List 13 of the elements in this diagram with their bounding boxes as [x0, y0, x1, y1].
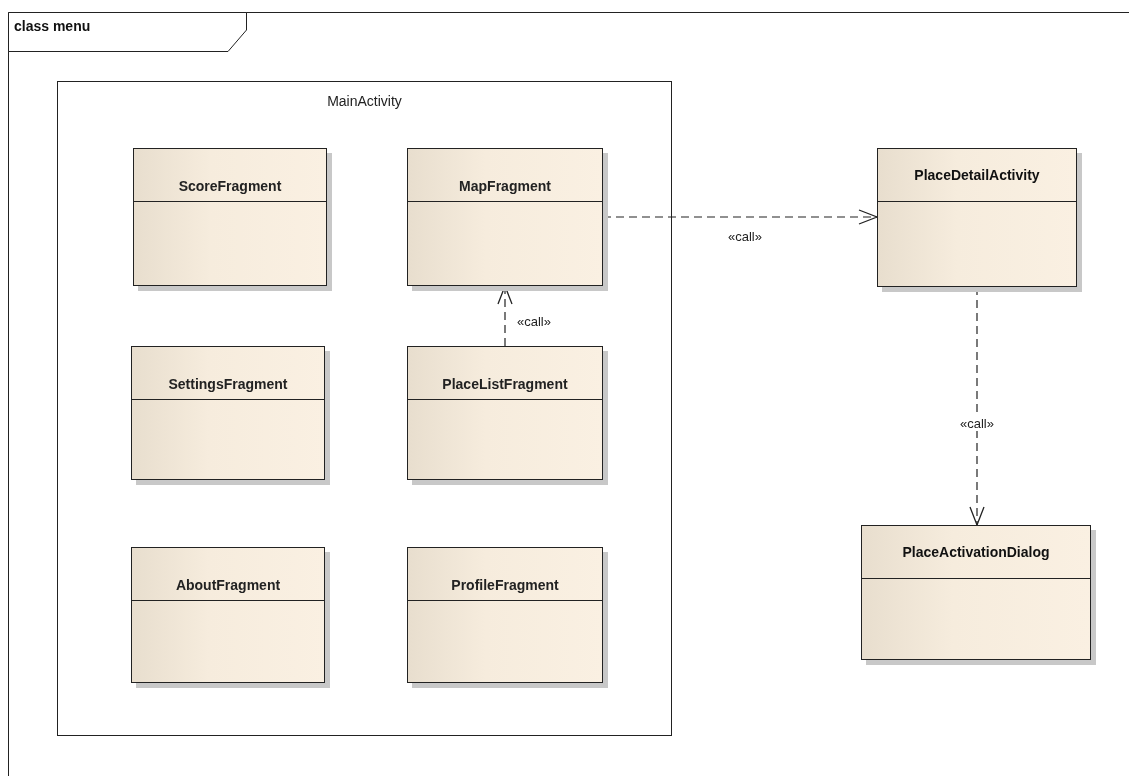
class-name: ProfileFragment	[450, 576, 560, 595]
class-name: MapFragment	[458, 177, 552, 196]
class-name: ScoreFragment	[177, 177, 283, 196]
frame-title: class menu	[14, 18, 91, 34]
edge-label: «call»	[726, 229, 764, 244]
edge-label: «call»	[958, 415, 996, 431]
class-name: SettingsFragment	[167, 375, 289, 394]
class-name: PlaceListFragment	[441, 375, 569, 394]
class-name: PlaceDetailActivity	[913, 166, 1041, 185]
container-box	[57, 81, 672, 736]
class-name: PlaceActivationDialog	[901, 543, 1051, 562]
class-name: AboutFragment	[174, 576, 282, 595]
container-name: MainActivity	[326, 93, 403, 109]
